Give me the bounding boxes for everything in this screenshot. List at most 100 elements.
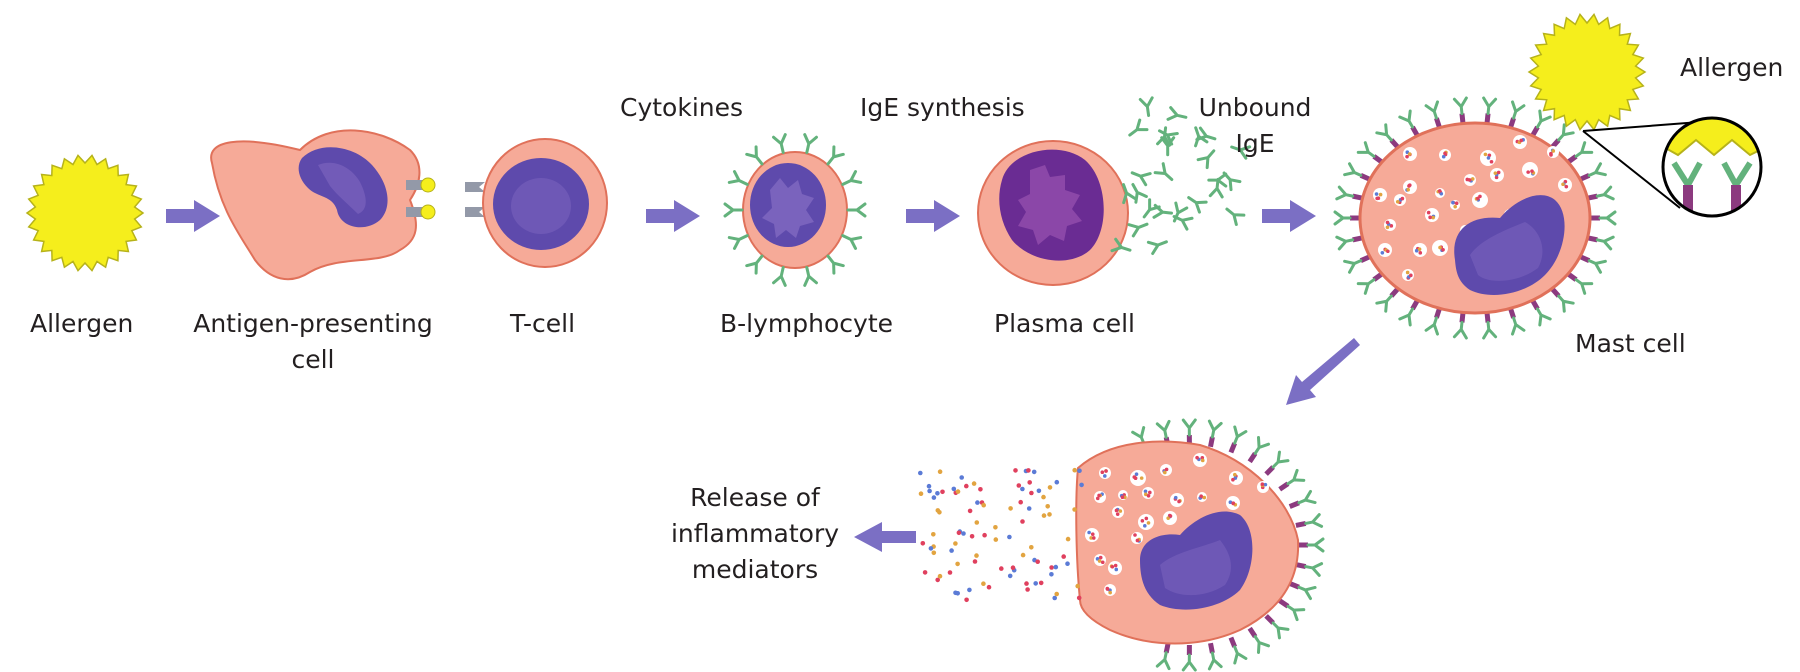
mediator-dot <box>935 491 940 496</box>
mediator-dot <box>1026 506 1032 511</box>
ige-antibody <box>1245 625 1269 652</box>
mediator-dot <box>1020 519 1025 524</box>
mediator-dot <box>1029 490 1034 496</box>
mediator-dot <box>922 570 928 575</box>
ige-antibody <box>1205 421 1222 448</box>
mediator-dot <box>964 597 969 603</box>
mediator-dot <box>959 475 964 480</box>
ige-antibody <box>1205 642 1222 669</box>
mediator-dot <box>955 561 960 567</box>
ige-antibody <box>1337 232 1364 249</box>
granule <box>1099 467 1111 479</box>
ige-antibody <box>1295 559 1322 576</box>
granule <box>1108 561 1122 575</box>
mediator-dot <box>918 470 923 476</box>
granule <box>1522 162 1538 178</box>
mediator-dot <box>931 532 936 537</box>
granule <box>1425 208 1439 222</box>
ige-antibody <box>1225 427 1246 455</box>
label-unbound-line2: IgE <box>1235 129 1275 158</box>
free-ige <box>1183 191 1208 214</box>
arrow-1 <box>166 200 220 232</box>
ige-antibody <box>846 202 867 218</box>
mediator-dot <box>931 495 937 500</box>
mediator-dot <box>993 537 999 542</box>
ige-antibody <box>1276 470 1303 494</box>
mediator-dot <box>1072 507 1077 512</box>
free-ige <box>1124 118 1149 142</box>
mediator-dot <box>974 553 979 558</box>
mediator-dot <box>1013 468 1018 473</box>
label-blymphocyte: B-lymphocyte <box>720 309 893 338</box>
granule <box>1138 514 1154 530</box>
mediator-dot <box>1029 545 1034 550</box>
mediator-dot <box>926 483 932 489</box>
ige-antibody <box>1481 98 1496 124</box>
mediator-dot <box>940 489 945 495</box>
mediator-dot <box>1020 552 1026 558</box>
mediator-dot <box>956 530 962 536</box>
mediator-dot <box>967 508 973 514</box>
arrow-2 <box>646 200 700 232</box>
free-ige <box>1153 162 1178 186</box>
label-unbound-ige: Unbound IgE <box>1190 90 1320 162</box>
ige-antibody <box>1426 102 1445 129</box>
mast-cell <box>1335 98 1615 338</box>
label-allergen-2: Allergen <box>1680 53 1784 82</box>
mediator-dot <box>1041 513 1047 518</box>
label-release-line1: Release of <box>690 483 820 512</box>
ige-antibody <box>1262 452 1288 478</box>
mediator-dot <box>1026 468 1031 473</box>
label-ige-synthesis: IgE synthesis <box>860 93 1025 122</box>
label-cytokines: Cytokines <box>620 93 744 122</box>
mediator-dot <box>1045 504 1050 509</box>
mediator-dot <box>953 541 958 546</box>
label-apc: Antigen-presenting cell <box>188 306 438 378</box>
magnified-crosslink-inset <box>1582 116 1763 218</box>
free-ige <box>1127 217 1151 238</box>
degranulating-mast-cell <box>1075 420 1323 670</box>
mediator-dot <box>947 570 953 575</box>
free-ige <box>1128 165 1152 187</box>
mediator-dot <box>1007 534 1012 540</box>
mediator-dot <box>1076 595 1082 601</box>
mediator-dot <box>1027 480 1032 485</box>
mediator-dot <box>955 489 961 494</box>
ige-antibody <box>772 133 791 156</box>
mediator-dot <box>972 559 978 564</box>
ige-antibody <box>723 202 744 218</box>
mediator-dot <box>1035 559 1040 564</box>
mediator-dot <box>953 590 958 596</box>
mediator-dot <box>975 500 980 505</box>
label-apc-line1: Antigen-presenting <box>193 309 433 338</box>
mediator-dot <box>935 577 940 583</box>
mediator-dot <box>920 541 926 546</box>
ige-antibody <box>1337 187 1364 204</box>
ige-antibody <box>1590 212 1615 224</box>
ige-antibody <box>1505 307 1524 334</box>
label-release-line3: mediators <box>691 555 819 584</box>
mediator-dot <box>931 550 937 556</box>
mediator-dot <box>1031 469 1037 475</box>
label-apc-line2: cell <box>291 345 335 374</box>
ige-antibody <box>772 264 791 287</box>
mediator-dot <box>993 525 998 530</box>
ige-antibody <box>799 264 818 287</box>
ige-antibody <box>1454 98 1469 124</box>
mediator-dot <box>949 548 954 553</box>
mediator-dot <box>1052 595 1057 601</box>
mediator-dot <box>1033 581 1038 586</box>
mediator-dot <box>1047 485 1053 490</box>
mediator-dot <box>1025 587 1030 592</box>
mediator-dot <box>1008 506 1013 511</box>
allergen-bound-particle <box>1527 13 1647 131</box>
ige-antibody <box>1454 312 1469 338</box>
arrow-4 <box>1262 200 1316 232</box>
mediator-dot <box>974 520 980 525</box>
ige-antibody <box>1335 212 1360 224</box>
ige-antibody <box>1157 642 1174 669</box>
mediator-dot <box>1065 536 1071 542</box>
mediator-dot <box>1075 583 1080 589</box>
mediator-dot <box>1065 561 1070 566</box>
